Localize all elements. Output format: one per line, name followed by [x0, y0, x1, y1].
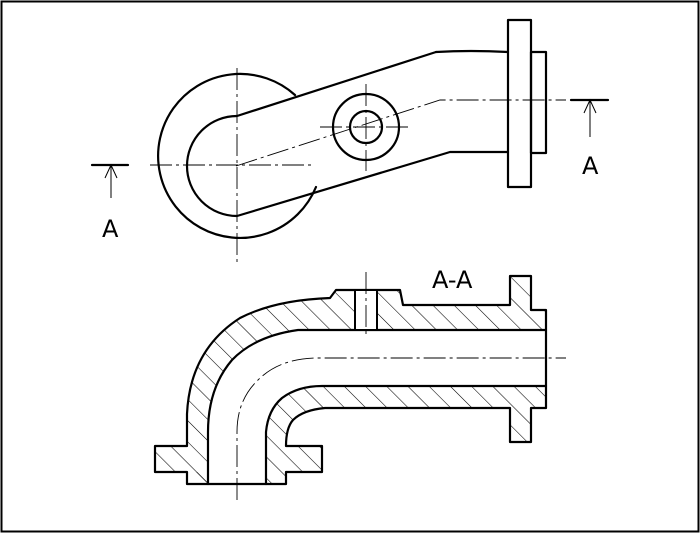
upper-wall-section: [187, 276, 546, 484]
section-arrow-right: [583, 98, 597, 137]
bore-upper-line: [206, 328, 548, 486]
bore-lower-line: [264, 384, 548, 486]
view-label-right: A: [582, 152, 599, 180]
elbow-arm-outline: [185, 50, 510, 218]
flange-outline: [506, 18, 533, 189]
section-view: A-A: [153, 266, 566, 500]
section-arrow-left: [104, 163, 118, 198]
view-label-left: A: [102, 215, 119, 243]
top-view: A A: [90, 18, 610, 263]
left-flange-section: [155, 446, 208, 484]
flange-spigot: [529, 50, 548, 155]
elbow-arm-upper: [434, 49, 510, 54]
pipe-centerline: [235, 99, 566, 167]
section-title: A-A: [432, 266, 473, 294]
right-flange-section: [286, 446, 322, 472]
lower-wall-section: [266, 386, 546, 484]
elbow-boss-outline: [157, 72, 318, 240]
section-centerline: [236, 357, 566, 500]
section-outer-contour: [153, 274, 548, 486]
